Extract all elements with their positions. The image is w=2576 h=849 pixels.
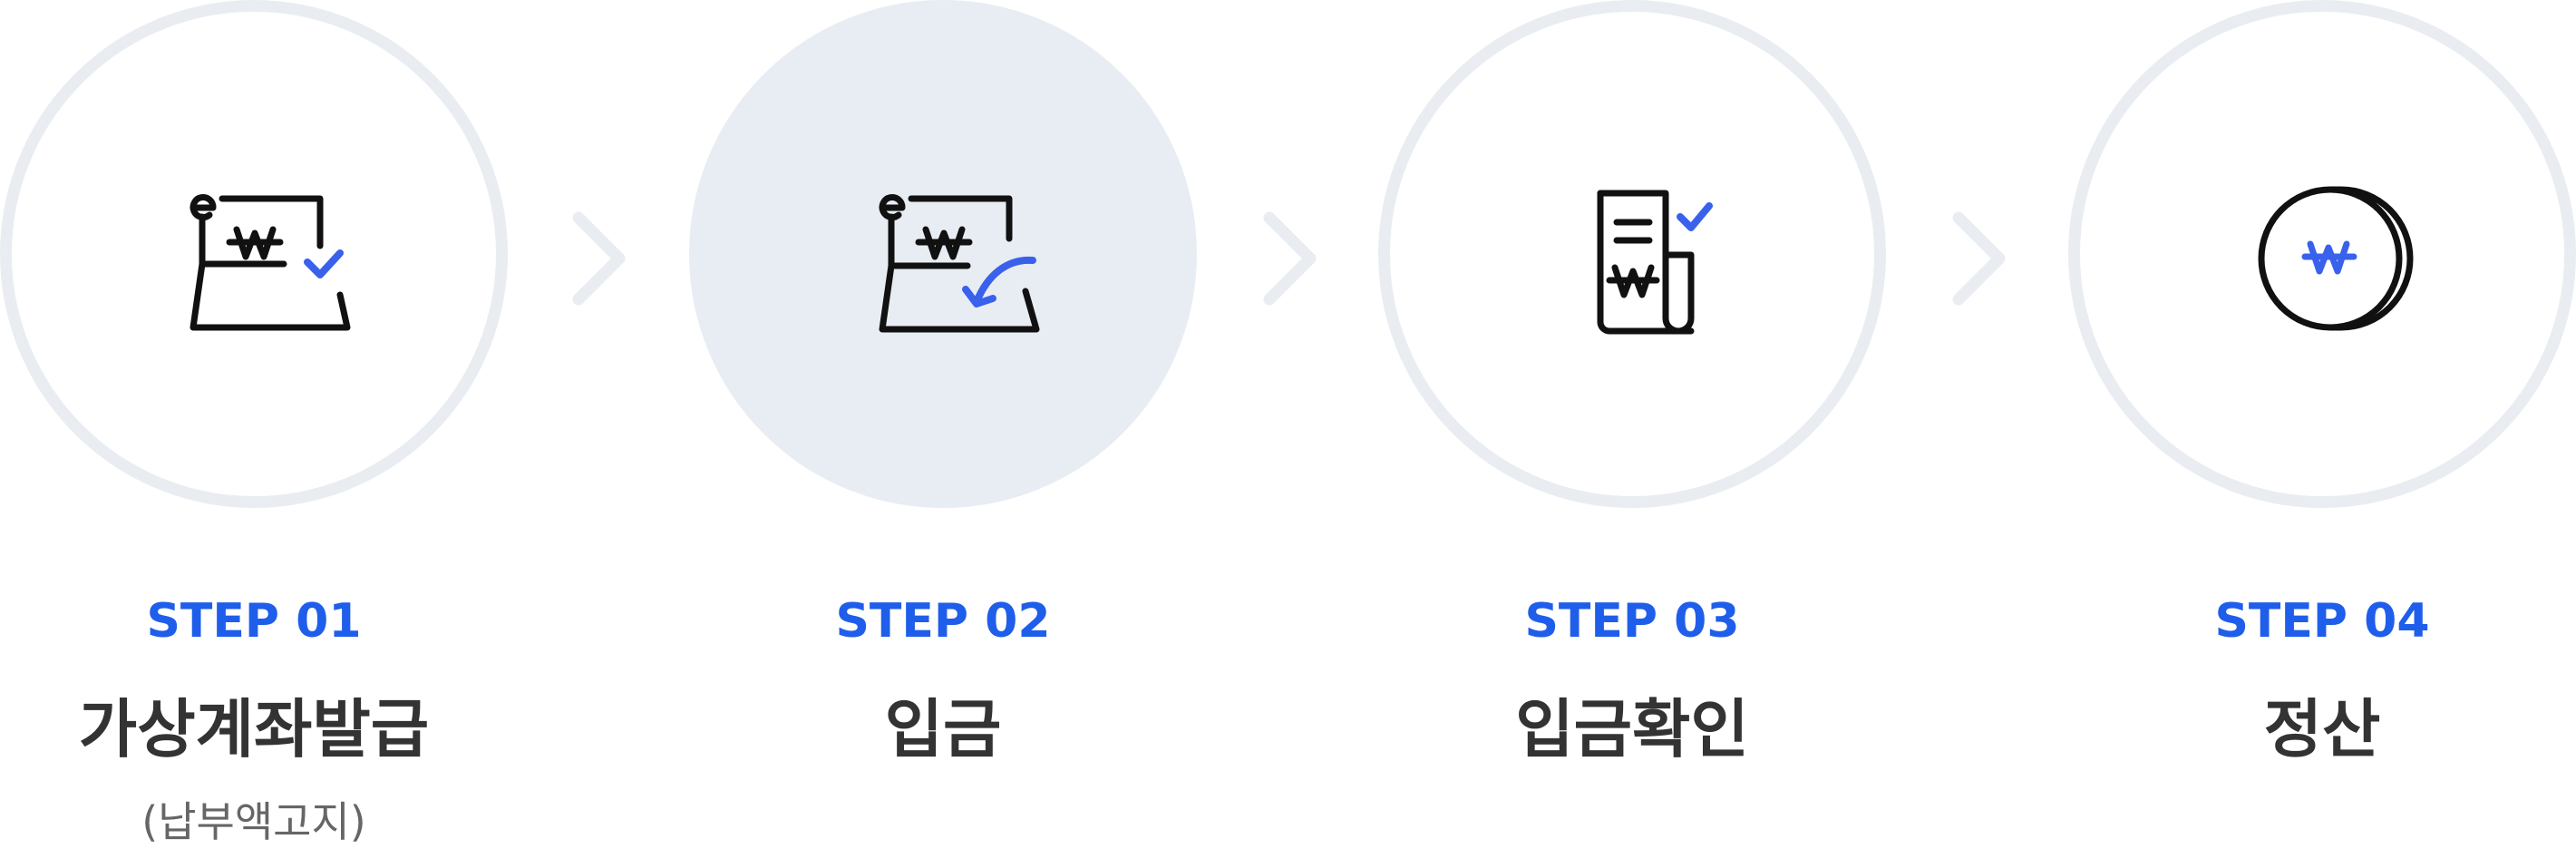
- step-title: 입금확인: [1515, 692, 1749, 766]
- ewon-bill-deposit-icon: [879, 194, 1040, 333]
- step-label: STEP 01: [146, 594, 362, 649]
- step-title: 가상계좌발급: [78, 692, 430, 766]
- coin-won-icon: [2258, 186, 2414, 331]
- step-2-circle: [689, 0, 1197, 508]
- receipt-check-icon: [1597, 190, 1713, 335]
- step-3-circle: [1378, 0, 1886, 508]
- chevron-right-icon: [1263, 211, 1317, 306]
- ewon-bill-check-icon: [190, 194, 351, 331]
- step-label: STEP 02: [835, 594, 1051, 649]
- step-label: STEP 04: [2214, 594, 2430, 649]
- step-4-circle: [2068, 0, 2576, 508]
- step-subtitle: (납부액고지): [141, 797, 366, 846]
- step-1-circle: [0, 0, 508, 508]
- step-title: 입금: [884, 692, 1002, 766]
- step-label: STEP 03: [1524, 594, 1740, 649]
- step-title: 정산: [2263, 692, 2381, 766]
- chevron-right-icon: [1952, 211, 2006, 306]
- chevron-right-icon: [572, 211, 626, 306]
